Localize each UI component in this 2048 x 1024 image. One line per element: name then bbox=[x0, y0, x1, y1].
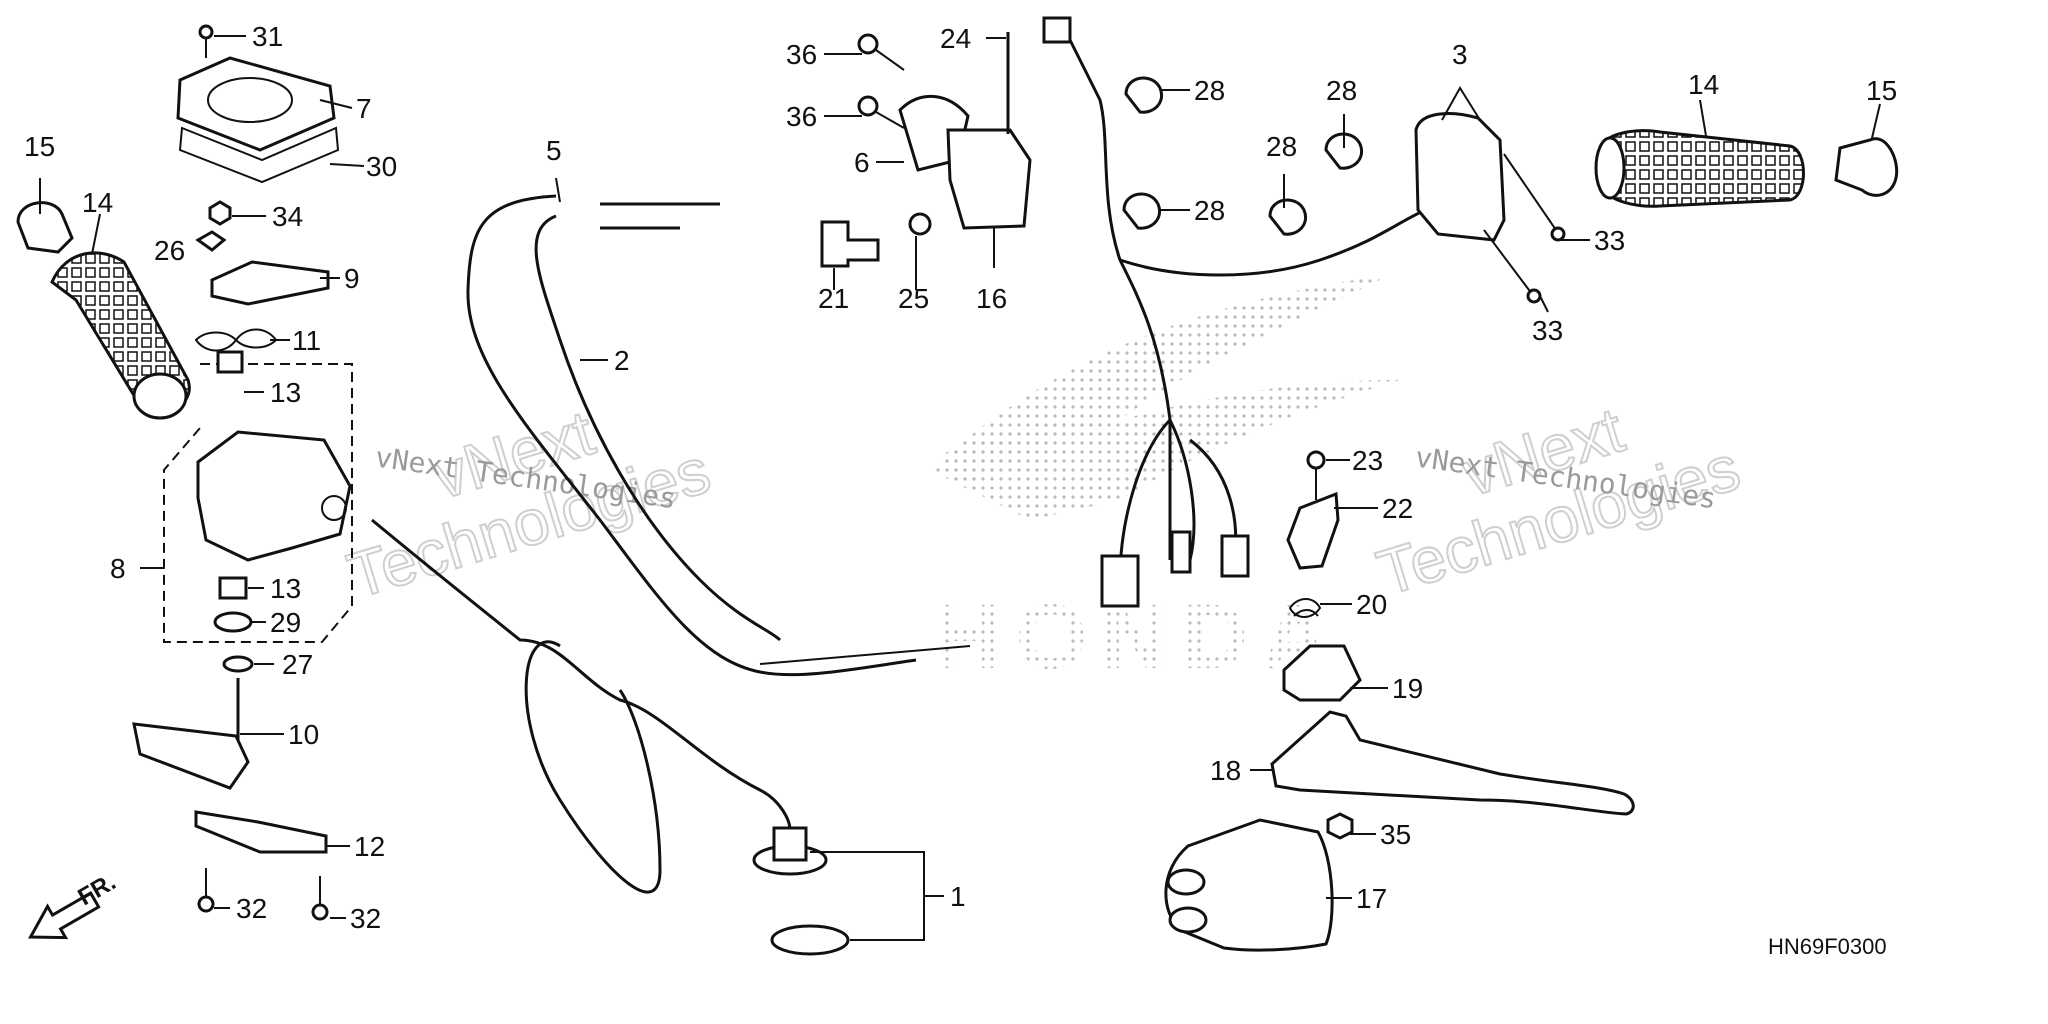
screw-33-b bbox=[1483, 229, 1533, 295]
grip-14-right bbox=[1598, 129, 1805, 208]
boot-17 bbox=[1164, 818, 1334, 952]
throttle-lever-10 bbox=[132, 678, 250, 790]
screw-33-a bbox=[1503, 153, 1557, 231]
callout-36-lower: 36 bbox=[786, 101, 817, 132]
clamp-28-b bbox=[1122, 192, 1161, 230]
callout-28-b: 28 bbox=[1194, 195, 1225, 226]
choke-cable-1-loop bbox=[524, 640, 662, 894]
callout-22: 22 bbox=[1382, 493, 1413, 524]
callout-6: 6 bbox=[854, 147, 870, 178]
clamp-28-c bbox=[1268, 198, 1307, 236]
connector-b bbox=[1170, 530, 1192, 574]
switch-housing-3 bbox=[1414, 112, 1506, 242]
callout-27: 27 bbox=[282, 649, 313, 680]
callout-13-lower: 13 bbox=[270, 573, 301, 604]
callout-15-left: 15 bbox=[24, 131, 55, 162]
bolt-32-a bbox=[197, 868, 215, 913]
throttle-cable-5 bbox=[466, 194, 917, 677]
callout-2: 2 bbox=[614, 345, 630, 376]
washer-27 bbox=[222, 655, 254, 673]
diagram-code: HN69F0300 bbox=[1768, 934, 1887, 959]
callout-13-upper: 13 bbox=[270, 377, 301, 408]
seal-13-lower bbox=[218, 576, 248, 600]
bracket-16 bbox=[946, 128, 1032, 230]
callout-16: 16 bbox=[976, 283, 1007, 314]
callout-35: 35 bbox=[1380, 819, 1411, 850]
callout-11: 11 bbox=[292, 325, 321, 356]
choke-knob bbox=[752, 826, 850, 956]
cable-adjuster bbox=[759, 645, 971, 665]
callout-3: 3 bbox=[1452, 39, 1468, 70]
cable-2 bbox=[534, 214, 782, 642]
callout-29: 29 bbox=[270, 607, 301, 638]
bracket-22 bbox=[1286, 491, 1340, 570]
wire-harness bbox=[1058, 19, 1431, 560]
lever-arm-9 bbox=[210, 260, 330, 306]
choke-cable-1 bbox=[371, 518, 792, 831]
callout-8: 8 bbox=[110, 553, 126, 584]
callout-9: 9 bbox=[344, 263, 360, 294]
callout-15-right: 15 bbox=[1866, 75, 1897, 106]
callout-34: 34 bbox=[272, 201, 303, 232]
callout-17: 17 bbox=[1356, 883, 1387, 914]
clamp-28-d bbox=[1324, 132, 1363, 170]
callout-32-b: 32 bbox=[350, 903, 381, 934]
spring-11 bbox=[194, 328, 278, 352]
callout-14-left: 14 bbox=[82, 187, 113, 218]
callout-18: 18 bbox=[1210, 755, 1241, 786]
callout-28-a: 28 bbox=[1194, 75, 1225, 106]
callout-20: 20 bbox=[1356, 589, 1387, 620]
brake-lever-18 bbox=[1270, 710, 1635, 816]
screw-23 bbox=[1306, 450, 1326, 500]
spring-20 bbox=[1288, 598, 1322, 618]
washer-26 bbox=[195, 230, 227, 252]
nut-35 bbox=[1326, 812, 1354, 840]
callout-21: 21 bbox=[818, 283, 849, 314]
bar-end-15-right bbox=[1834, 137, 1899, 197]
throttle-cover-7 bbox=[176, 56, 336, 152]
callout-23: 23 bbox=[1352, 445, 1383, 476]
callout-28-d: 28 bbox=[1326, 75, 1357, 106]
clamp-28-a bbox=[1124, 76, 1163, 114]
oring-29 bbox=[213, 611, 253, 633]
bolt-32-b bbox=[311, 876, 329, 921]
screw-31 bbox=[198, 24, 214, 58]
callout-31: 31 bbox=[252, 21, 283, 52]
connector-a bbox=[1100, 554, 1140, 608]
gasket-30 bbox=[178, 126, 340, 184]
callout-24: 24 bbox=[940, 23, 971, 54]
switch-19 bbox=[1282, 644, 1362, 702]
connector-c bbox=[1220, 534, 1250, 578]
callout-5: 5 bbox=[546, 135, 562, 166]
callout-30: 30 bbox=[366, 151, 397, 182]
front-arrow-icon bbox=[28, 891, 101, 940]
throttle-housing-8 bbox=[163, 350, 353, 643]
callout-14-right: 14 bbox=[1688, 69, 1719, 100]
callout-25: 25 bbox=[898, 283, 929, 314]
callout-10: 10 bbox=[288, 719, 319, 750]
callout-19: 19 bbox=[1392, 673, 1423, 704]
honda-wing-logo: HONDA bbox=[930, 275, 1400, 688]
callout-7: 7 bbox=[356, 93, 372, 124]
callout-12: 12 bbox=[354, 831, 385, 862]
nut-25 bbox=[908, 212, 932, 236]
nut-34 bbox=[208, 200, 232, 226]
callout-26: 26 bbox=[154, 235, 185, 266]
harness-plug bbox=[1042, 16, 1072, 44]
callout-1: 1 bbox=[950, 881, 966, 912]
bolt-36-upper bbox=[857, 33, 905, 71]
leader-lines bbox=[39, 35, 1881, 941]
callout-36-upper: 36 bbox=[786, 39, 817, 70]
callout-28-c: 28 bbox=[1266, 131, 1297, 162]
seal-13-upper bbox=[216, 350, 244, 374]
lower-bracket-12 bbox=[194, 810, 328, 854]
callout-33-a: 33 bbox=[1594, 225, 1625, 256]
bolt-36-lower bbox=[857, 95, 905, 129]
adjuster-21 bbox=[820, 220, 880, 268]
callout-33-b: 33 bbox=[1532, 315, 1563, 346]
callout-32-a: 32 bbox=[236, 893, 267, 924]
bar-end-15-left bbox=[16, 201, 74, 254]
